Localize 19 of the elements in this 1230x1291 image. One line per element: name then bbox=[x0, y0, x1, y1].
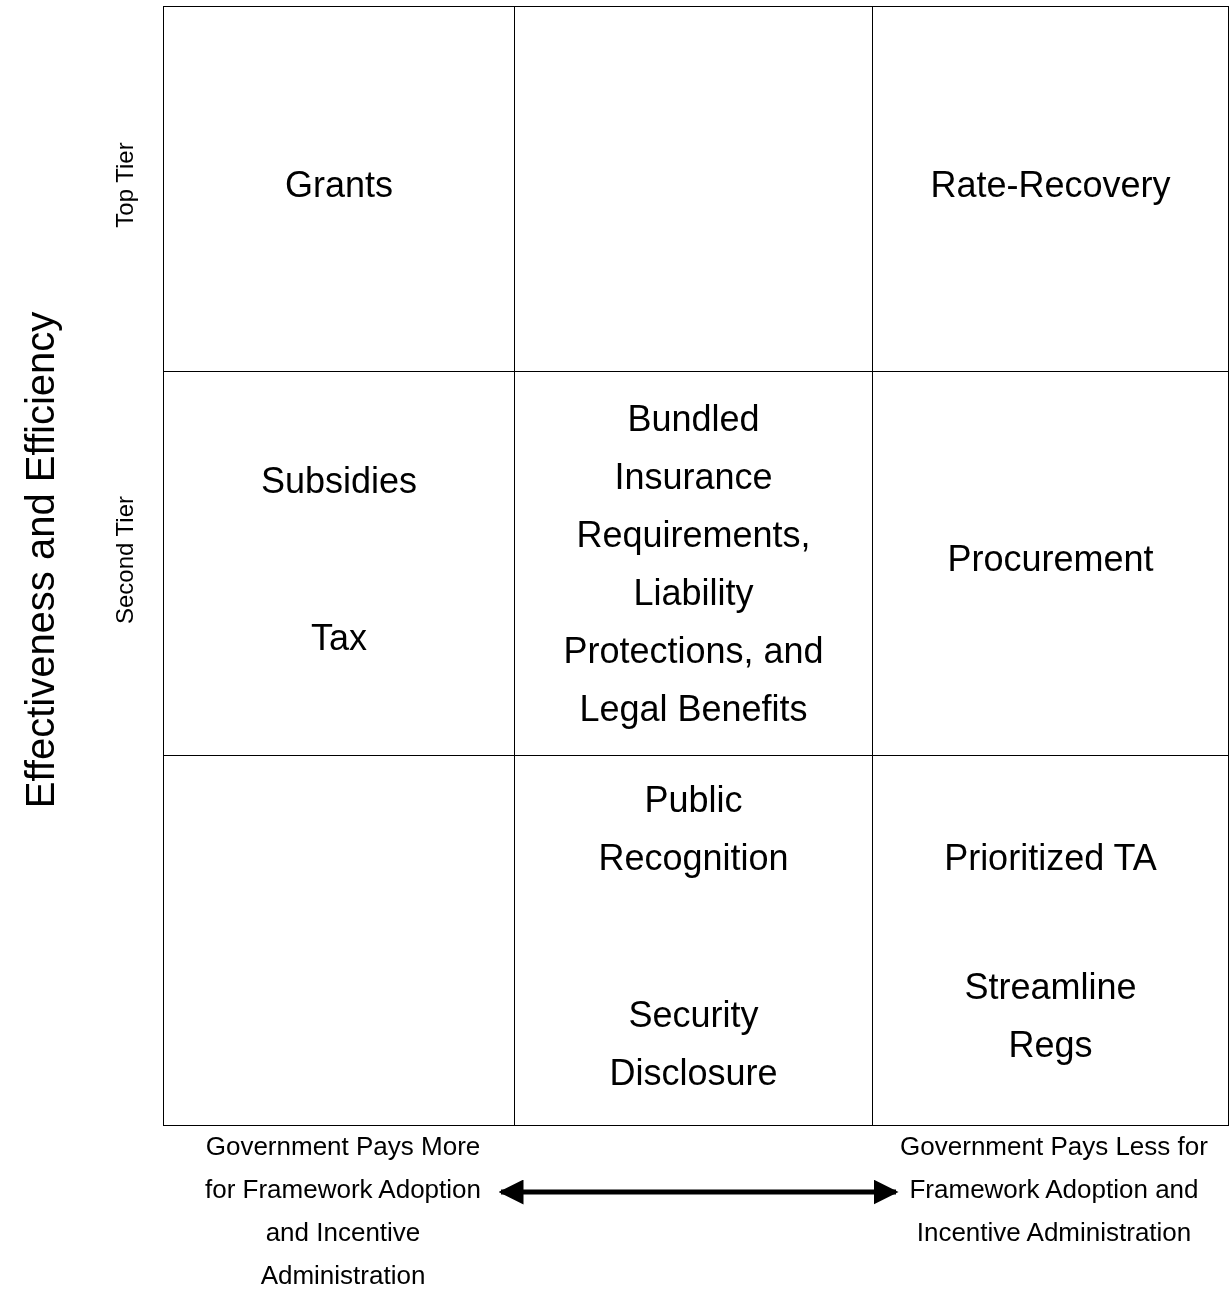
matrix-cell bbox=[163, 6, 515, 372]
cell-text: Streamline Regs bbox=[963, 965, 1138, 1067]
axis-end-text: Government Pays Less for Framework Adoption and Incentive Administration bbox=[899, 1125, 1209, 1254]
tier-label: Top Tier bbox=[111, 142, 139, 228]
cell-text: Rate-Recovery bbox=[929, 163, 1172, 207]
cell-text: Public Recognition bbox=[597, 778, 790, 880]
matrix-cell bbox=[872, 6, 1229, 372]
tier-label: Second Tier bbox=[111, 495, 139, 625]
axis-end-text: Government Pays More for Framework Adoption and Incentive Administration bbox=[188, 1125, 498, 1291]
cell-text: Procurement bbox=[946, 537, 1155, 581]
double-arrow bbox=[498, 1179, 899, 1205]
cell-text: Grants bbox=[283, 163, 394, 207]
cell-text: Bundled Insurance Requirements, Liability Protections, and Legal Benefits bbox=[562, 397, 825, 731]
cell-text: Subsidies bbox=[259, 459, 419, 503]
cell-text: Tax bbox=[310, 616, 368, 660]
cell-text: Security Disclosure bbox=[608, 993, 779, 1095]
cell-text: Prioritized TA bbox=[943, 836, 1158, 880]
axis-title: Effectiveness and Efficiency bbox=[17, 311, 63, 809]
matrix-cell bbox=[872, 755, 1229, 1126]
